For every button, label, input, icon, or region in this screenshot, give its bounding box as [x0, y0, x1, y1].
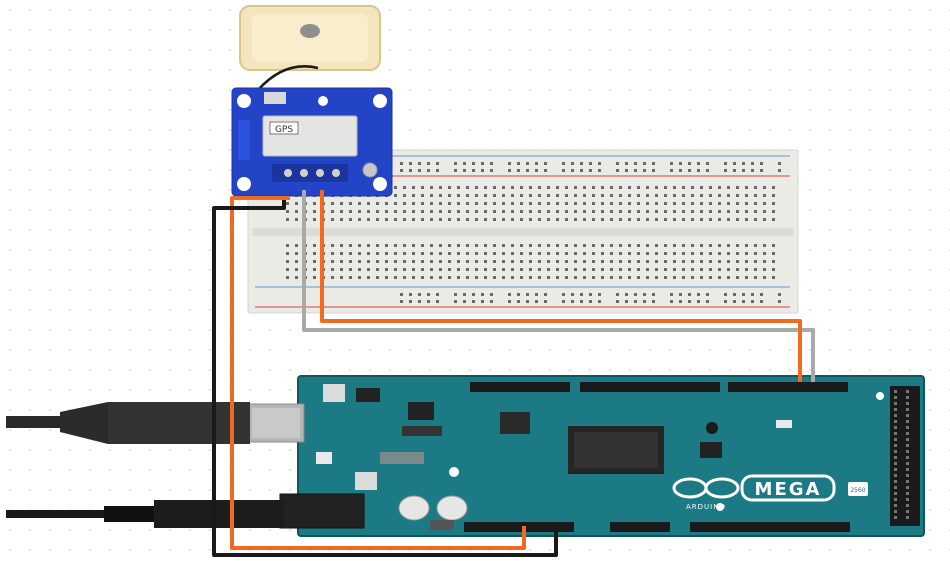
gps-module: GPS [231, 87, 393, 197]
arduino-logo-icon [672, 477, 740, 499]
dc-power-cable [6, 500, 284, 528]
usb-cable [6, 402, 250, 444]
arduino-mega: ARDUINO MEGA 2560 [247, 375, 925, 537]
gps-chip-label: GPS [275, 125, 293, 135]
arduino-model-text: MEGA [755, 479, 822, 500]
gps-antenna [239, 5, 381, 91]
wires [212, 190, 815, 557]
right-header-pins [894, 390, 909, 519]
arduino-badge-text: 2560 [850, 487, 865, 494]
arduino-brand-text: ARDUINO [686, 503, 726, 511]
